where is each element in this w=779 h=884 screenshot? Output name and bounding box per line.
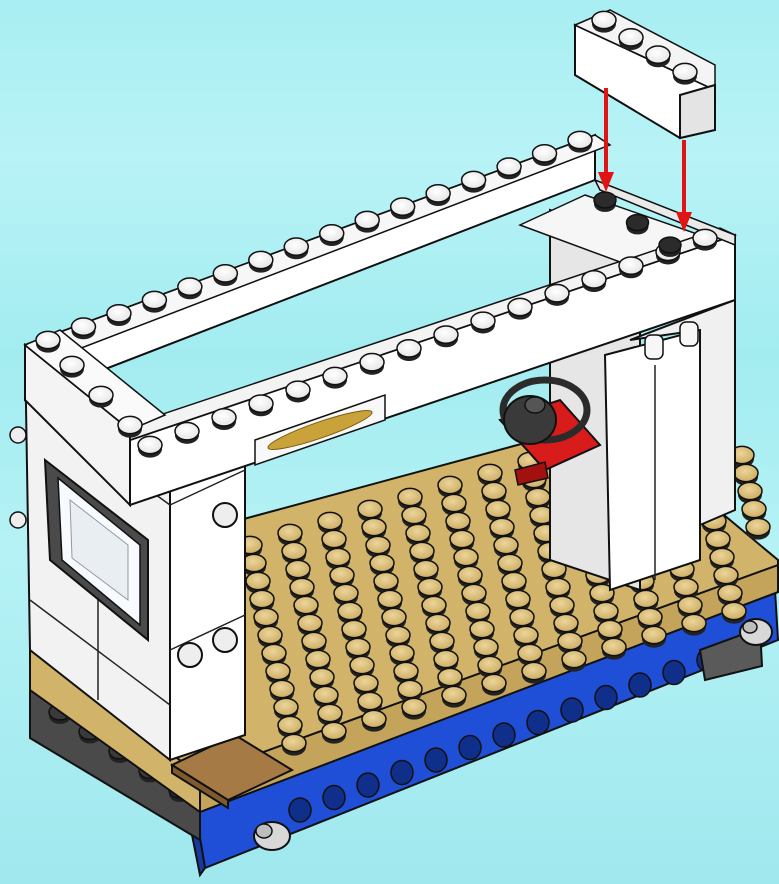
stud — [360, 354, 384, 375]
stud — [722, 602, 746, 623]
chassis-hole — [561, 698, 583, 722]
stud — [602, 638, 626, 659]
stud — [426, 185, 450, 206]
chassis-hole — [595, 686, 617, 710]
stud — [178, 278, 202, 299]
stud — [60, 356, 84, 377]
stud — [642, 626, 666, 647]
stud — [746, 518, 770, 539]
stud — [118, 416, 142, 437]
stud — [673, 63, 697, 84]
axle-front — [254, 822, 290, 850]
stud — [533, 145, 557, 166]
stud — [322, 722, 346, 743]
stud — [402, 698, 426, 719]
stud — [682, 614, 706, 635]
stud — [568, 131, 592, 152]
chassis-hole — [663, 661, 685, 685]
stud — [471, 312, 495, 333]
stud — [627, 215, 649, 235]
stud — [659, 237, 681, 257]
stud — [89, 386, 113, 407]
chassis-hole — [357, 773, 379, 797]
chassis-hole — [459, 736, 481, 760]
stud — [282, 734, 306, 755]
stud — [286, 381, 310, 402]
chassis-hole — [629, 673, 651, 697]
stud — [592, 11, 616, 32]
stud — [213, 265, 237, 286]
chassis-hole — [391, 761, 413, 785]
stud — [71, 318, 95, 339]
stud — [646, 46, 670, 67]
stud — [249, 251, 273, 272]
stud — [462, 171, 486, 192]
stud — [619, 29, 643, 50]
axle-rear — [740, 619, 772, 645]
stud — [320, 225, 344, 246]
chassis-hole — [323, 786, 345, 810]
stud — [594, 192, 616, 212]
stud — [482, 674, 506, 695]
stud — [562, 650, 586, 671]
stud — [138, 436, 162, 457]
stud — [212, 409, 236, 430]
stud — [522, 662, 546, 683]
stud — [434, 326, 458, 347]
chassis-hole — [425, 748, 447, 772]
stud — [36, 331, 60, 352]
stud — [362, 710, 386, 731]
stud — [497, 158, 521, 179]
stud — [142, 291, 166, 312]
stud — [582, 271, 606, 292]
stud — [175, 423, 199, 444]
stud — [391, 198, 415, 219]
stud — [508, 298, 532, 319]
stud — [355, 211, 379, 232]
chassis-hole — [289, 798, 311, 822]
stud — [323, 367, 347, 388]
stud — [107, 305, 131, 326]
stud — [442, 686, 466, 707]
stud — [693, 229, 717, 250]
stud — [545, 285, 569, 306]
chassis-hole — [527, 711, 549, 735]
stud — [619, 257, 643, 278]
chassis-hole — [493, 723, 515, 747]
stud — [249, 395, 273, 416]
stud — [397, 340, 421, 361]
stud — [284, 238, 308, 259]
